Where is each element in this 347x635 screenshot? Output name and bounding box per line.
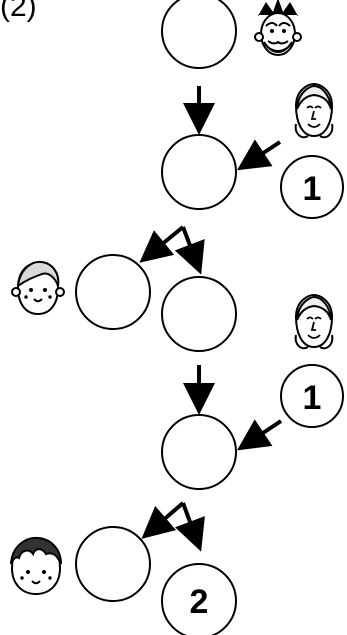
boy-face-icon bbox=[11, 260, 65, 316]
problem-label: (2) bbox=[0, 0, 37, 23]
arrow-level2-to-left bbox=[139, 225, 185, 263]
bottom-left-node[interactable] bbox=[75, 526, 151, 602]
input-one-b[interactable] bbox=[280, 364, 344, 428]
arrow-woman-top-to-level2 bbox=[236, 139, 282, 171]
arrow-level2-to-right bbox=[174, 226, 205, 275]
arrow-level4-to-bottom-left bbox=[141, 501, 185, 539]
level3-right-node[interactable] bbox=[161, 276, 237, 352]
level2-node[interactable] bbox=[161, 134, 237, 210]
top-node[interactable] bbox=[161, 0, 237, 69]
input-one-a[interactable] bbox=[280, 155, 344, 219]
level4-node[interactable] bbox=[161, 414, 237, 490]
curly-hair-child-face-icon bbox=[10, 536, 62, 596]
level3-left-node[interactable] bbox=[75, 254, 151, 330]
input-one-b-label: 1 bbox=[303, 379, 322, 417]
arrow-woman-middle-to-level4 bbox=[237, 419, 283, 451]
king-face-icon bbox=[254, 0, 302, 56]
woman-face-icon-middle bbox=[294, 293, 334, 350]
arrow-level4-to-bottom-right bbox=[174, 502, 205, 552]
bottom-right-node-label: 2 bbox=[190, 583, 209, 621]
input-one-a-label: 1 bbox=[303, 170, 322, 208]
bottom-right-node[interactable] bbox=[161, 563, 237, 635]
woman-face-icon-top bbox=[294, 82, 334, 139]
